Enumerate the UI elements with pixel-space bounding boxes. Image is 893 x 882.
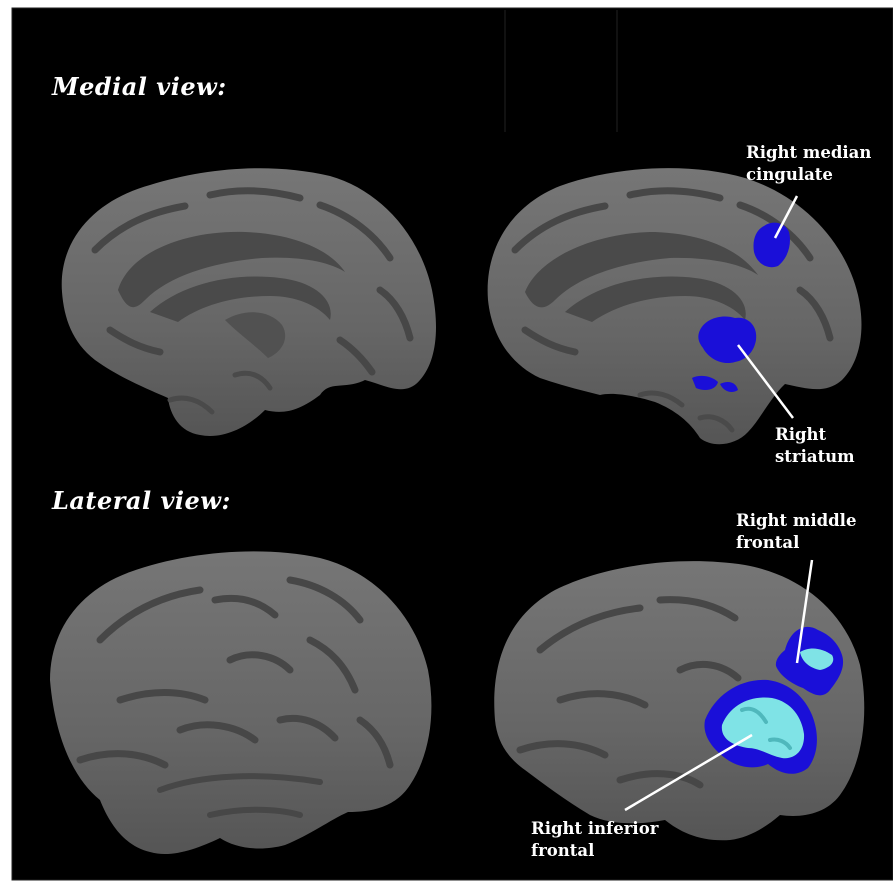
annotation-middle-frontal: Right middle frontal <box>736 510 856 554</box>
brain-lateral-left <box>50 551 431 854</box>
annotation-line: Right median <box>746 142 871 164</box>
annotation-line: frontal <box>736 532 856 554</box>
annotation-line: Right middle <box>736 510 856 532</box>
annotation-line: cingulate <box>746 164 871 186</box>
annotation-line: frontal <box>531 840 658 862</box>
annotation-line: Right inferior <box>531 818 658 840</box>
annotation-striatum: Right striatum <box>775 424 855 468</box>
lateral-view-title: Lateral view: <box>52 486 231 515</box>
annotation-median-cingulate: Right median cingulate <box>746 142 871 186</box>
annotation-line: Right <box>775 424 855 446</box>
annotation-line: striatum <box>775 446 855 468</box>
medial-view-title: Medial view: <box>52 72 227 101</box>
annotation-inferior-frontal: Right inferior frontal <box>531 818 658 862</box>
